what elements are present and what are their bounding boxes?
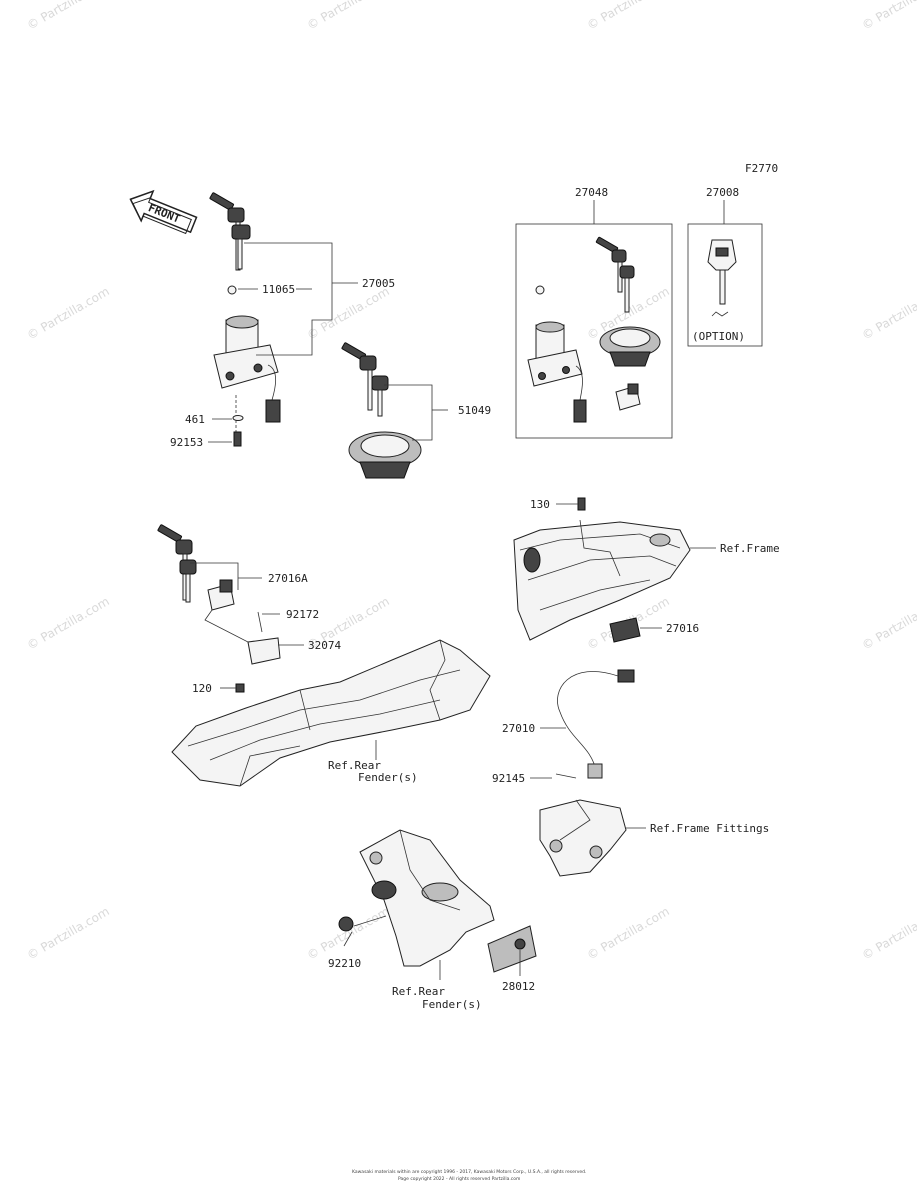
part-label-92210: 92210: [328, 957, 361, 970]
part-label-461: 461: [185, 413, 205, 426]
ref-rear-fender-1b: Fender(s): [358, 771, 418, 784]
seat-lock-icon: [207, 579, 235, 611]
part-label-120: 120: [192, 682, 212, 695]
part-label-92153: 92153: [170, 436, 203, 449]
key-icon: [619, 265, 635, 313]
part-label-27016: 27016: [666, 622, 699, 635]
seat-lock-icon: [615, 383, 641, 411]
footer-page-copyright: Page copyright 2022 - All rights reserve…: [398, 1176, 520, 1182]
key-icon: [341, 342, 377, 411]
seat-lock-icon: [609, 617, 641, 643]
washer-icon: [232, 415, 244, 421]
part-label-27008: 27008: [706, 186, 739, 199]
ignition-switch-icon: [527, 321, 587, 423]
set-box-27008: [687, 223, 763, 347]
part-label-51049: 51049: [458, 404, 491, 417]
bolt-icon: [233, 431, 242, 447]
spring-icon: [257, 611, 263, 633]
watermark: © Partzilla.com: [25, 594, 112, 652]
cap-icon: [535, 285, 545, 295]
watermark: © Partzilla.com: [25, 0, 112, 33]
watermark: © Partzilla.com: [585, 904, 672, 962]
ref-rear-fender-1a: Ref.Rear: [328, 759, 381, 772]
diagram-code: F2770: [745, 162, 778, 175]
license-bracket-icon: [359, 829, 495, 967]
key-icon: [595, 236, 627, 293]
watermark: © Partzilla.com: [860, 594, 917, 652]
part-label-32074: 32074: [308, 639, 341, 652]
fuel-cap-icon: [599, 326, 661, 367]
key-icon: [371, 375, 389, 417]
part-label-130: 130: [530, 498, 550, 511]
cap-icon: [227, 285, 237, 295]
part-label-28012: 28012: [502, 980, 535, 993]
watermark: © Partzilla.com: [25, 904, 112, 962]
part-label-27005: 27005: [362, 277, 395, 290]
part-label-92172: 92172: [286, 608, 319, 621]
seat-lock-cable: [204, 609, 253, 661]
watermark: © Partzilla.com: [305, 904, 392, 962]
watermark: © Partzilla.com: [860, 904, 917, 962]
part-label-11065: 11065: [262, 283, 295, 296]
watermark: © Partzilla.com: [860, 284, 917, 342]
frame-fittings-icon: [539, 799, 627, 877]
watermark: © Partzilla.com: [860, 0, 917, 33]
ref-frame-fittings: Ref.Frame Fittings: [650, 822, 769, 835]
key-icon: [231, 224, 251, 270]
seat-lock-cable: [557, 669, 635, 779]
nut-icon: [338, 916, 354, 932]
bolt-icon: [577, 497, 586, 511]
set-box-27048: [515, 223, 673, 439]
option-label: (OPTION): [692, 330, 745, 343]
rear-fender-icon: [171, 639, 491, 787]
watermark: © Partzilla.com: [25, 284, 112, 342]
part-label-27010: 27010: [502, 722, 535, 735]
ref-rear-fender-2a: Ref.Rear: [392, 985, 445, 998]
watermarks: © Partzilla.com © Partzilla.com © Partzi…: [25, 0, 917, 963]
key-icon: [179, 559, 197, 603]
bolt-icon: [235, 683, 245, 693]
part-label-27048: 27048: [575, 186, 608, 199]
key-icon: [707, 239, 737, 305]
bracket-icon: [247, 637, 281, 665]
reflector-icon: [487, 925, 537, 973]
fuel-cap-icon: [348, 431, 422, 479]
spring-icon: [555, 773, 577, 779]
frame-icon: [513, 519, 691, 641]
ref-rear-fender-2b: Fender(s): [422, 998, 482, 1011]
watermark: © Partzilla.com: [305, 284, 392, 342]
ref-frame: Ref.Frame: [720, 542, 780, 555]
footer-copyright: Kawasaki materials within are copyright …: [352, 1169, 586, 1175]
front-arrow: FRONT: [129, 189, 198, 235]
ignition-switch-icon: [213, 315, 281, 423]
part-label-27016A: 27016A: [268, 572, 308, 585]
part-label-92145: 92145: [492, 772, 525, 785]
watermark: © Partzilla.com: [305, 0, 392, 33]
watermark: © Partzilla.com: [585, 0, 672, 33]
